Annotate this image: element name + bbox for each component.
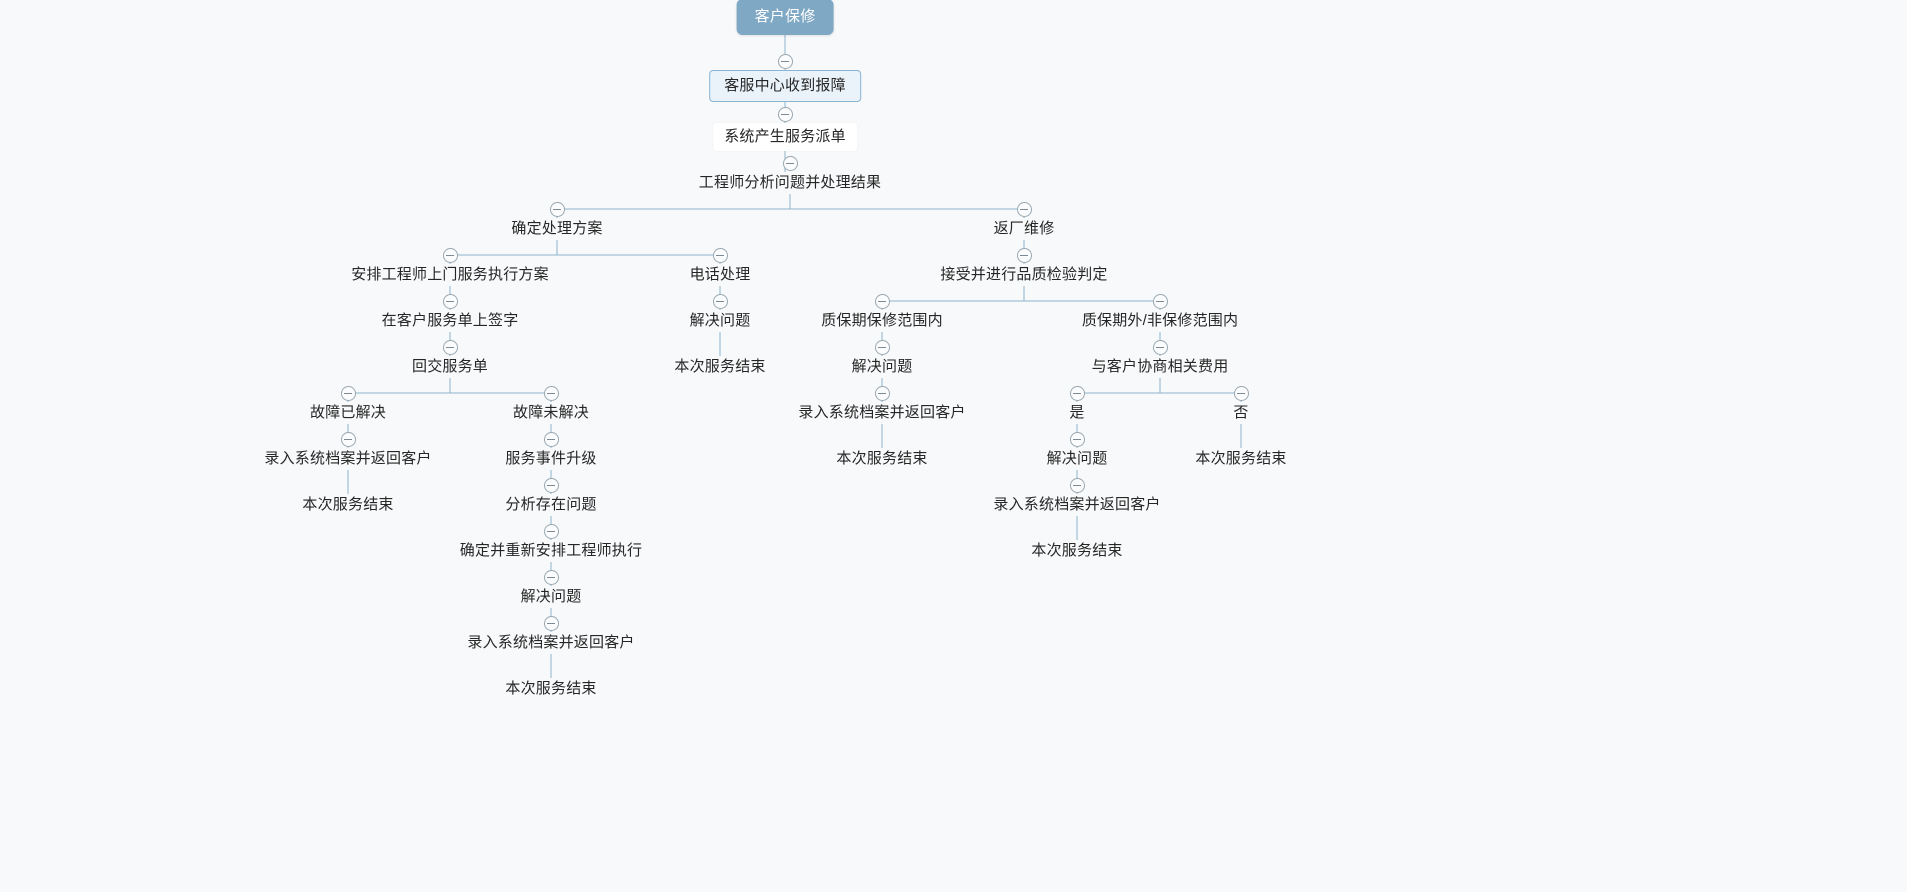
collapse-toggle-icon[interactable]	[1069, 431, 1085, 447]
tree-node[interactable]: 本次服务结束	[836, 450, 928, 467]
collapse-toggle-icon[interactable]	[549, 201, 565, 217]
tree-node[interactable]: 接受并进行品质检验判定	[940, 266, 1108, 283]
collapse-toggle-icon[interactable]	[442, 339, 458, 355]
collapse-toggle-icon[interactable]	[1016, 247, 1032, 263]
collapse-toggle-icon[interactable]	[442, 247, 458, 263]
tree-node[interactable]: 本次服务结束	[1195, 450, 1287, 467]
collapse-toggle-icon[interactable]	[543, 431, 559, 447]
tree-node[interactable]: 与客户协商相关费用	[1091, 358, 1229, 375]
collapse-toggle-icon[interactable]	[777, 106, 793, 122]
collapse-toggle-icon[interactable]	[712, 293, 728, 309]
tree-node[interactable]: 录入系统档案并返回客户	[264, 450, 432, 467]
collapse-toggle-icon[interactable]	[442, 293, 458, 309]
collapse-toggle-icon[interactable]	[543, 569, 559, 585]
collapse-toggle-icon[interactable]	[543, 385, 559, 401]
tree-node[interactable]: 解决问题	[851, 358, 913, 375]
collapse-toggle-icon[interactable]	[1233, 385, 1249, 401]
collapse-toggle-icon[interactable]	[543, 523, 559, 539]
collapse-toggle-icon[interactable]	[1016, 201, 1032, 217]
tree-node[interactable]: 质保期保修范围内	[821, 312, 943, 329]
collapse-toggle-icon[interactable]	[874, 293, 890, 309]
tree-node[interactable]: 系统产生服务派单	[713, 123, 857, 151]
collapse-toggle-icon[interactable]	[1069, 477, 1085, 493]
tree-node[interactable]: 在客户服务单上签字	[381, 312, 519, 329]
collapse-toggle-icon[interactable]	[874, 339, 890, 355]
tree-node[interactable]: 确定并重新安排工程师执行	[459, 542, 643, 559]
tree-node[interactable]: 解决问题	[520, 588, 582, 605]
collapse-toggle-icon[interactable]	[777, 53, 793, 69]
collapse-toggle-icon[interactable]	[1152, 293, 1168, 309]
tree-node[interactable]: 安排工程师上门服务执行方案	[351, 266, 549, 283]
tree-node[interactable]: 本次服务结束	[674, 358, 766, 375]
collapse-toggle-icon[interactable]	[340, 385, 356, 401]
collapse-toggle-icon[interactable]	[782, 155, 798, 171]
tree-node[interactable]: 电话处理	[689, 266, 751, 283]
tree-node[interactable]: 本次服务结束	[302, 496, 394, 513]
tree-node[interactable]: 确定处理方案	[511, 220, 603, 237]
tree-node[interactable]: 录入系统档案并返回客户	[798, 404, 966, 421]
tree-node[interactable]: 是	[1069, 404, 1085, 421]
collapse-toggle-icon[interactable]	[543, 477, 559, 493]
collapse-toggle-icon[interactable]	[1069, 385, 1085, 401]
tree-node[interactable]: 客服中心收到报障	[709, 70, 861, 102]
tree-node[interactable]: 服务事件升级	[505, 450, 597, 467]
tree-node[interactable]: 故障未解决	[512, 404, 590, 421]
collapse-toggle-icon[interactable]	[874, 385, 890, 401]
collapse-toggle-icon[interactable]	[1152, 339, 1168, 355]
tree-node[interactable]: 本次服务结束	[1031, 542, 1123, 559]
tree-node[interactable]: 回交服务单	[411, 358, 489, 375]
collapse-toggle-icon[interactable]	[712, 247, 728, 263]
tree-node[interactable]: 分析存在问题	[505, 496, 597, 513]
root-node[interactable]: 客户保修	[736, 0, 834, 35]
collapse-toggle-icon[interactable]	[543, 615, 559, 631]
tree-node[interactable]: 质保期外/非保修范围内	[1081, 312, 1239, 329]
tree-node[interactable]: 解决问题	[1046, 450, 1108, 467]
tree-node[interactable]: 录入系统档案并返回客户	[993, 496, 1161, 513]
tree-node[interactable]: 工程师分析问题并处理结果	[698, 174, 882, 191]
tree-node[interactable]: 故障已解决	[309, 404, 387, 421]
tree-node[interactable]: 否	[1233, 404, 1249, 421]
tree-node[interactable]: 解决问题	[689, 312, 751, 329]
tree-node[interactable]: 录入系统档案并返回客户	[467, 634, 635, 651]
tree-node[interactable]: 本次服务结束	[505, 680, 597, 697]
tree-node[interactable]: 返厂维修	[993, 220, 1055, 237]
collapse-toggle-icon[interactable]	[340, 431, 356, 447]
